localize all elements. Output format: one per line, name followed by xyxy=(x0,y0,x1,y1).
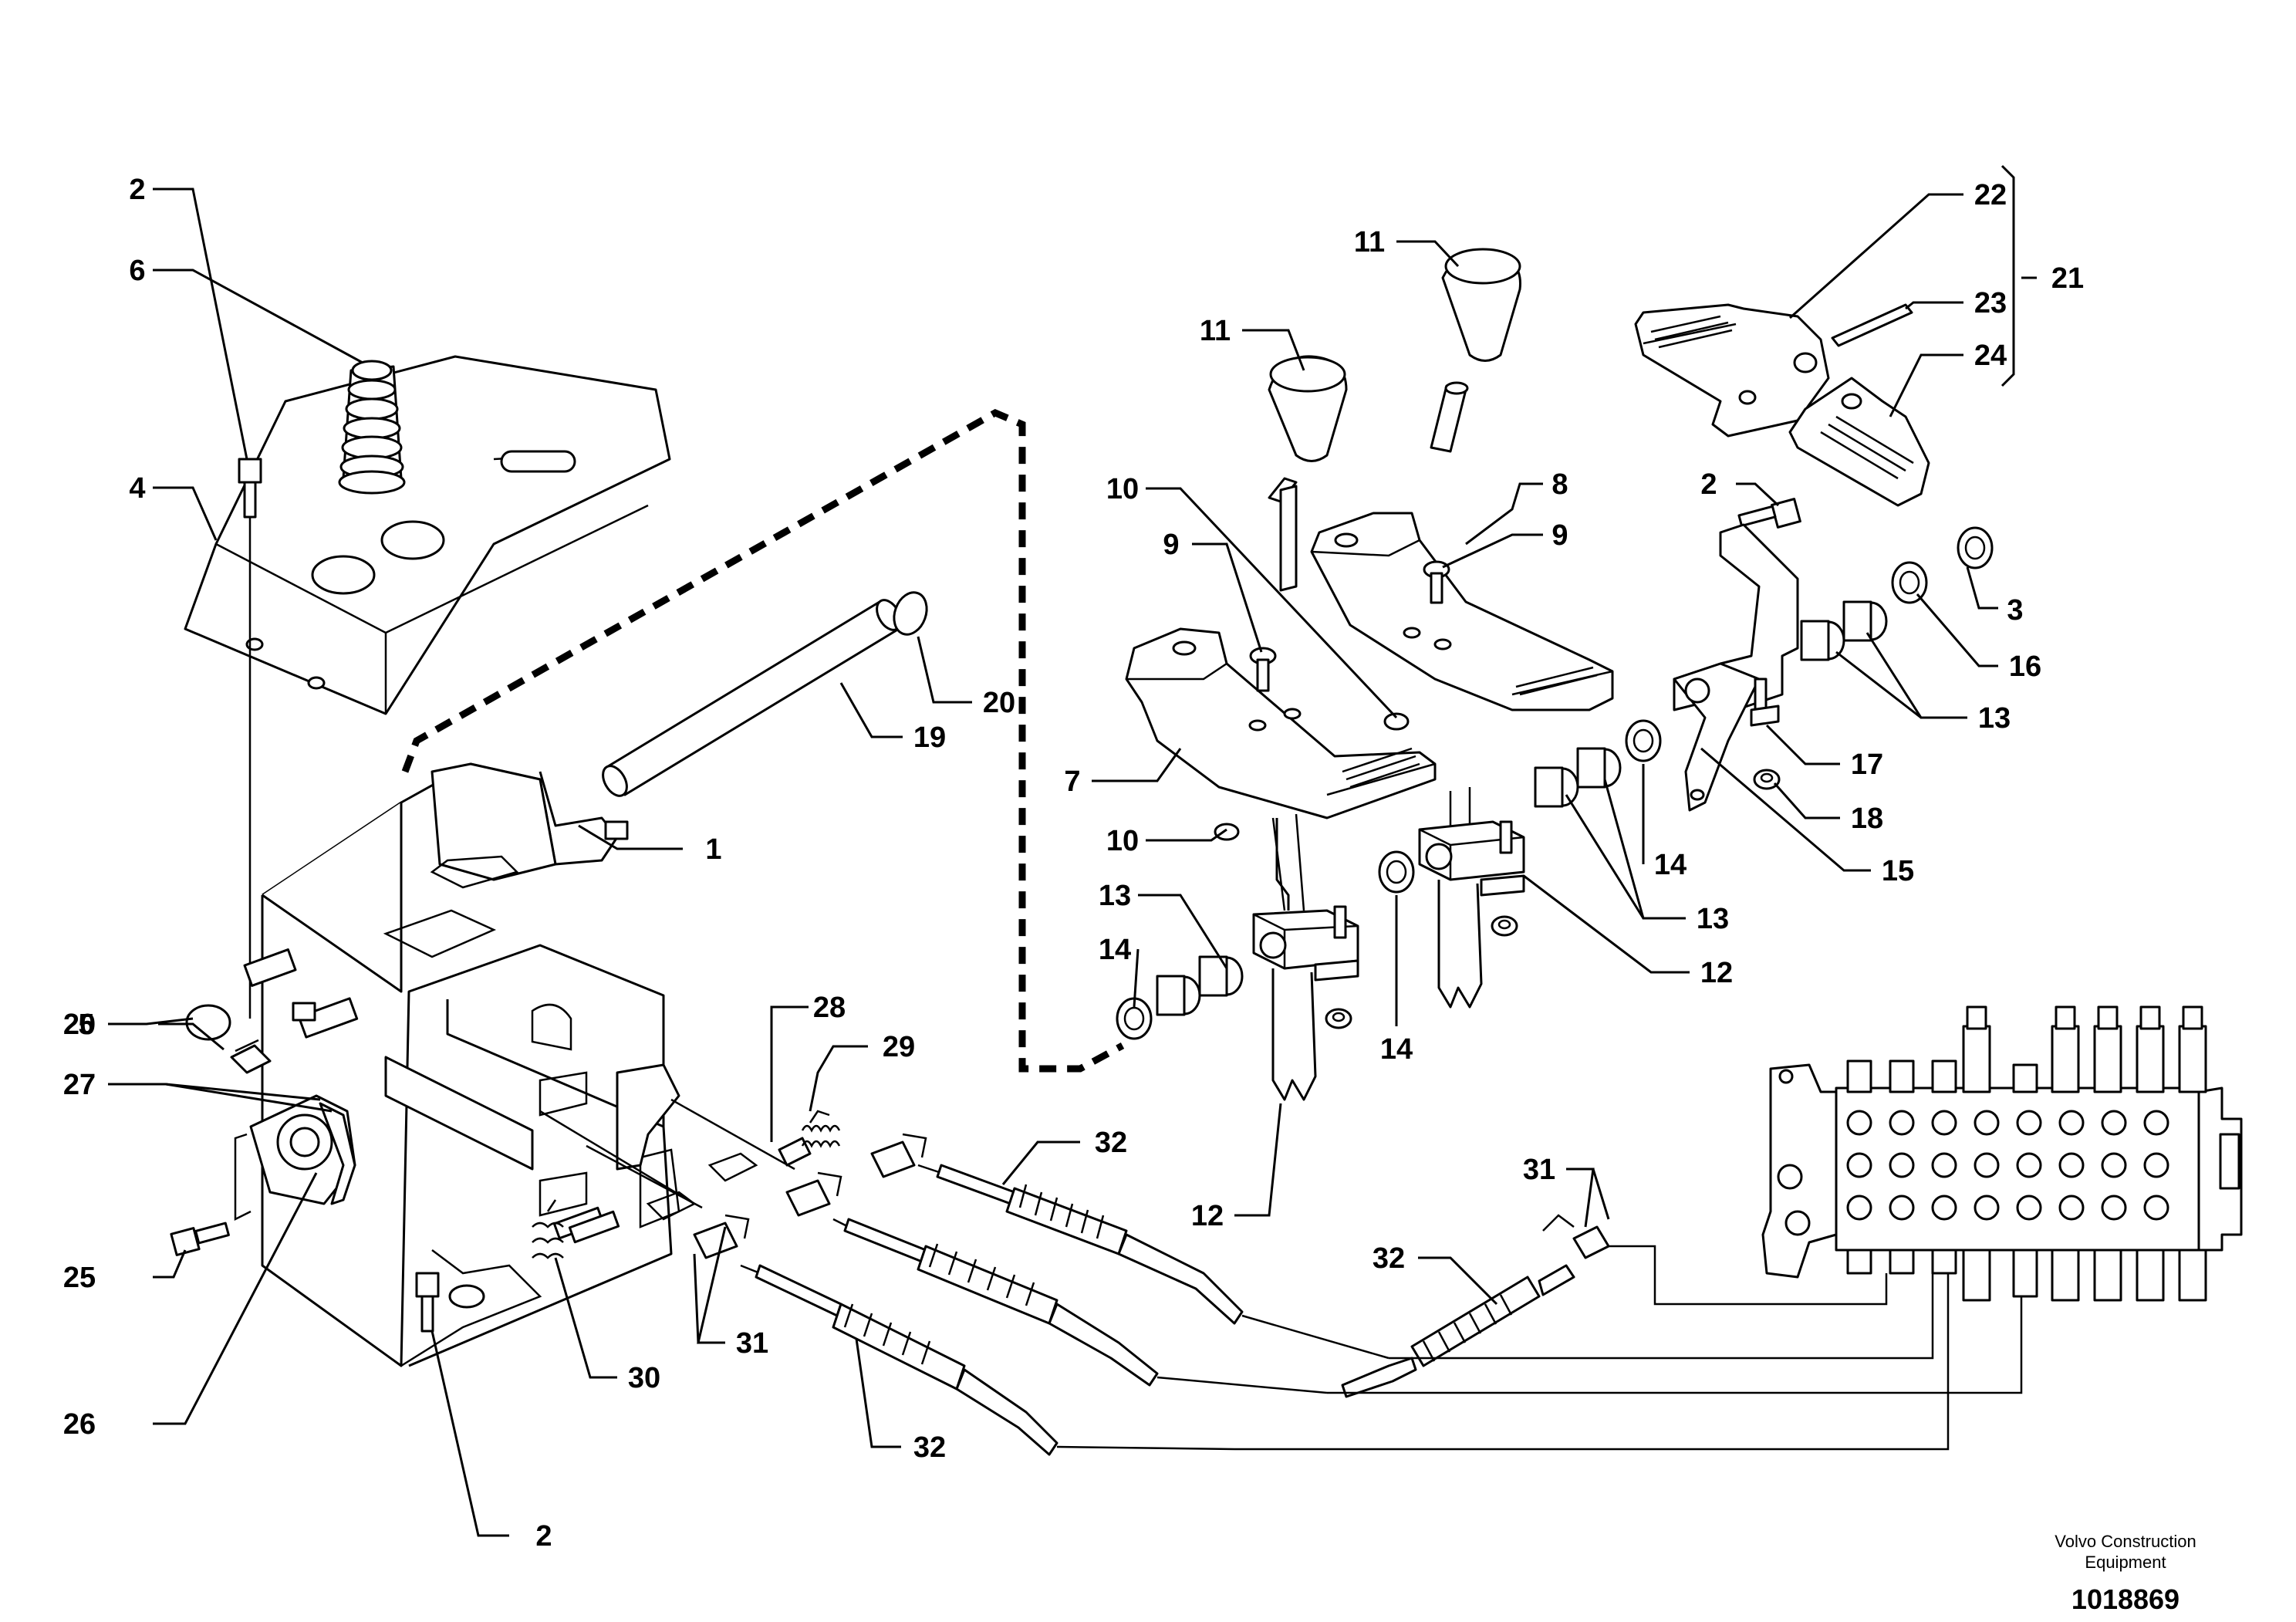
cover-plate xyxy=(184,355,671,715)
callout-13: 13 xyxy=(1697,903,1729,935)
washer-10-lower xyxy=(1214,823,1240,841)
callout-23: 23 xyxy=(1974,287,2007,319)
callout-5: 5 xyxy=(78,1009,94,1041)
callout-14: 14 xyxy=(1654,849,1687,881)
callout-14: 14 xyxy=(1099,934,1131,966)
main-bracket xyxy=(243,762,680,1367)
callout-8: 8 xyxy=(1551,468,1568,501)
nut-left xyxy=(1325,1008,1352,1029)
callout-6: 6 xyxy=(129,255,145,287)
leader-lines xyxy=(108,164,2037,1537)
control-valve-bank xyxy=(1761,1005,2243,1302)
callout-9: 9 xyxy=(1551,519,1568,552)
dashed-reference-line xyxy=(401,408,1125,1073)
callout-20: 20 xyxy=(63,1009,96,1041)
washer-3 xyxy=(1957,526,1994,569)
cable-lower xyxy=(740,1264,1235,1456)
pin-23 xyxy=(1831,303,1913,347)
circlip-left xyxy=(185,1004,231,1041)
callout-11: 11 xyxy=(1200,315,1231,347)
callout-9: 9 xyxy=(1163,529,1179,561)
rubber-boot xyxy=(338,360,406,495)
callout-7: 7 xyxy=(1064,765,1080,798)
callout-32: 32 xyxy=(1373,1242,1405,1275)
callout-27: 27 xyxy=(63,1069,96,1101)
lever-7 xyxy=(1125,627,1437,911)
circlip-top xyxy=(893,591,928,636)
bushing-pair-left xyxy=(1156,955,1244,1016)
nut-18 xyxy=(1753,769,1781,790)
brand-line-1: Volvo Construction xyxy=(2055,1532,2196,1551)
washer-16 xyxy=(1891,561,1928,604)
bolt-bottom xyxy=(415,1272,440,1333)
clevis-group-left xyxy=(693,1133,927,1259)
callout-16: 16 xyxy=(2009,650,2041,683)
spring-29 xyxy=(801,1110,841,1148)
callout-12: 12 xyxy=(1191,1200,1224,1232)
lever-8 xyxy=(1310,512,1614,711)
callout-31: 31 xyxy=(736,1327,768,1360)
callout-11: 11 xyxy=(1354,226,1385,259)
screw-9-left xyxy=(1249,647,1277,692)
knob-right xyxy=(1430,248,1521,453)
callout-10: 10 xyxy=(1106,825,1139,857)
bearing-flange xyxy=(234,1094,356,1222)
callout-17: 17 xyxy=(1851,748,1883,781)
callout-28: 28 xyxy=(813,992,846,1024)
lever-block-left xyxy=(1252,813,1359,1101)
callout-22: 22 xyxy=(1974,179,2007,211)
callout-14: 14 xyxy=(1380,1033,1413,1066)
nut-right xyxy=(1491,915,1518,937)
cable-right xyxy=(1341,1214,1610,1398)
callout-29: 29 xyxy=(883,1031,915,1063)
pedal-22 xyxy=(1634,303,1830,438)
washer-10-upper xyxy=(1383,712,1410,731)
callout-15: 15 xyxy=(1882,855,1914,887)
callout-18: 18 xyxy=(1851,803,1883,835)
callout-21: 21 xyxy=(2051,262,2084,295)
lever-linkage xyxy=(539,1063,795,1244)
callout-26: 26 xyxy=(63,1408,96,1441)
callout-31: 31 xyxy=(1523,1154,1555,1186)
callout-10: 10 xyxy=(1106,473,1139,505)
footer: Volvo Construction Equipment 1018869 xyxy=(2055,1532,2196,1615)
bracket-15 xyxy=(1673,523,1799,812)
callout-13: 13 xyxy=(1978,702,2011,735)
callout-13: 13 xyxy=(1099,880,1131,912)
washer-14-center xyxy=(1378,850,1415,894)
bolt-25 xyxy=(170,1222,230,1256)
cable-upper xyxy=(917,1164,1389,1360)
callout-32: 32 xyxy=(913,1431,946,1464)
clip xyxy=(230,1039,272,1074)
callout-32: 32 xyxy=(1095,1127,1127,1159)
cable-routing-lines xyxy=(1234,1245,2023,1451)
bushing-pair-right xyxy=(1800,600,1888,661)
callout-4: 4 xyxy=(129,472,145,505)
cable-middle xyxy=(832,1218,1328,1394)
washer-14-right xyxy=(1625,719,1662,762)
callout-24: 24 xyxy=(1974,340,2007,372)
callout-19: 19 xyxy=(913,721,946,754)
callout-30: 30 xyxy=(628,1362,660,1394)
callout-labels: 1 2 2 2 3 4 5 6 7 8 9 9 10 10 11 11 12 1… xyxy=(63,174,2084,1553)
knob-left xyxy=(1268,355,1348,592)
bolt-top-left xyxy=(238,458,262,1019)
callout-12: 12 xyxy=(1700,957,1733,989)
callout-25: 25 xyxy=(63,1262,96,1294)
document-number: 1018869 xyxy=(2071,1583,2180,1615)
bushing-pair-center xyxy=(1534,747,1622,808)
lever-block-right xyxy=(1418,787,1525,1009)
callout-2: 2 xyxy=(1700,468,1717,501)
callout-3: 3 xyxy=(2007,594,2023,627)
callout-2: 2 xyxy=(129,174,145,206)
callout-20: 20 xyxy=(983,687,1015,719)
screw-9-right xyxy=(1423,560,1450,604)
bolt-right xyxy=(1737,498,1801,529)
brand-line-2: Equipment xyxy=(2085,1553,2166,1572)
callout-2: 2 xyxy=(535,1520,552,1553)
shaft xyxy=(602,599,902,797)
callout-1: 1 xyxy=(705,833,721,866)
spring-30 xyxy=(532,1199,564,1259)
